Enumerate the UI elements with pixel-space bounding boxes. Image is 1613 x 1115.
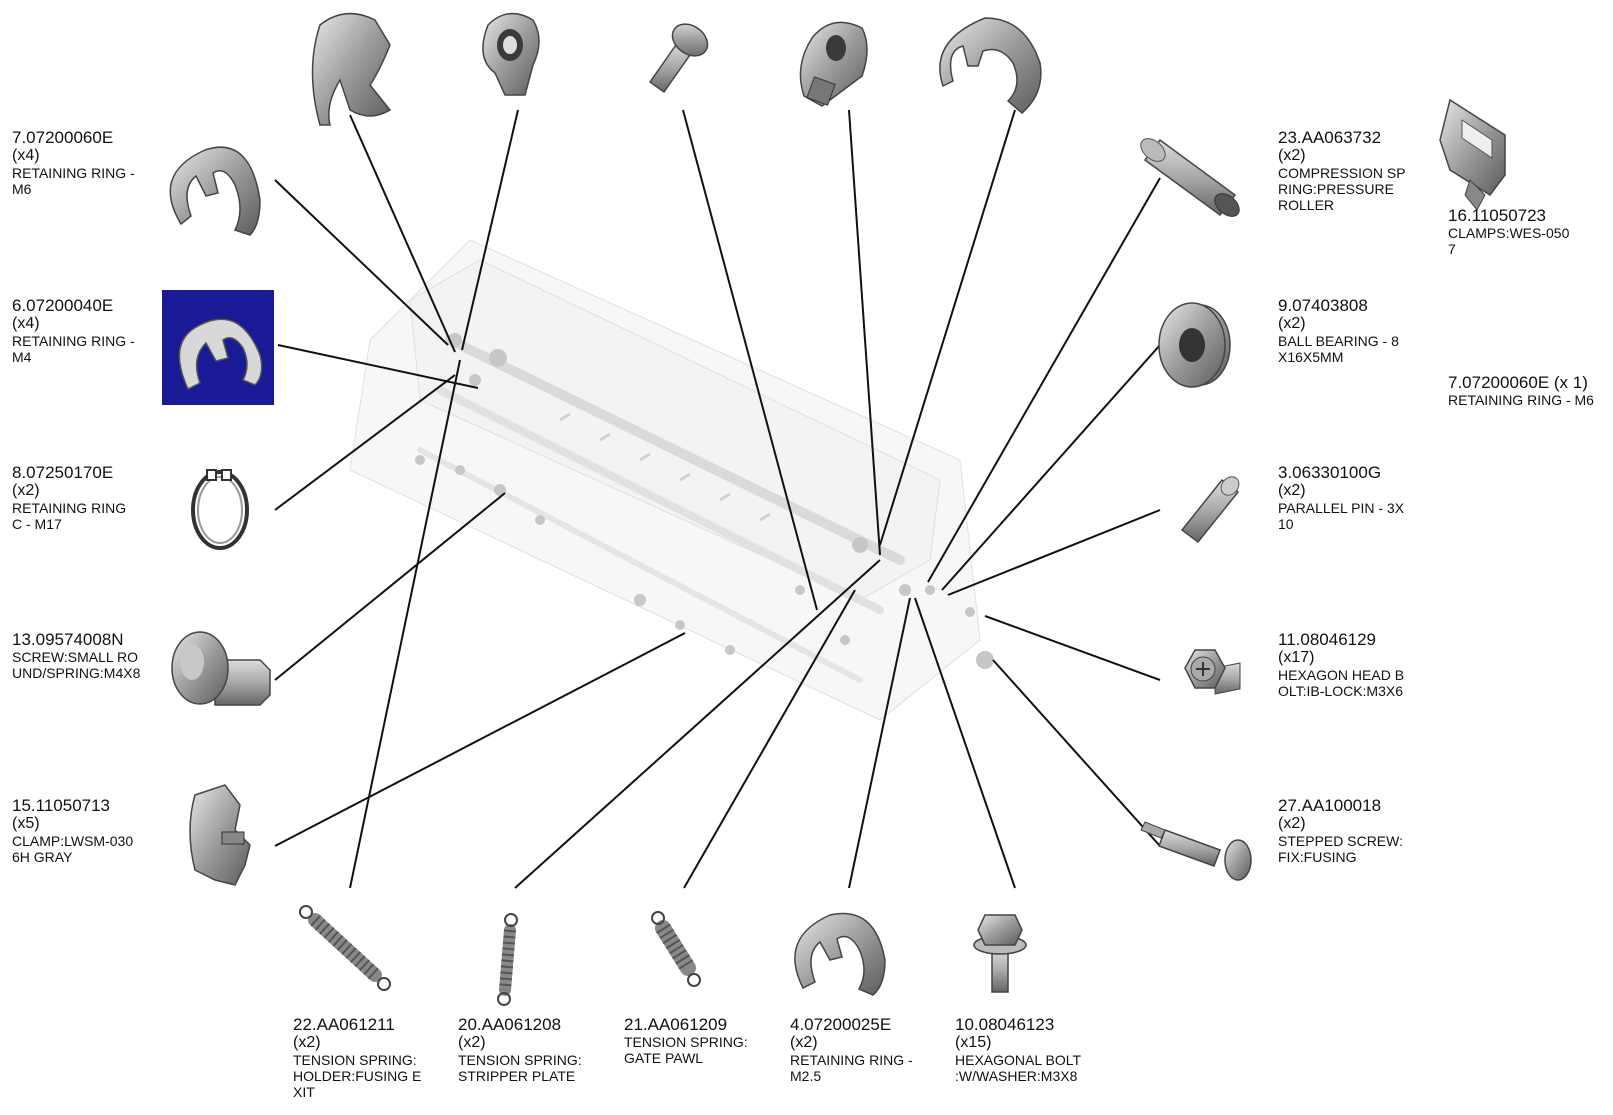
retaining-ring-m4-icon	[178, 318, 263, 391]
block-bushing-part-icon	[799, 21, 868, 107]
hexagon-head-bolt-icon	[1184, 649, 1241, 695]
part-description: RETAINING RING - M4	[12, 332, 135, 366]
quantity: (x4)	[12, 315, 40, 333]
part-number: 10.08046123	[955, 1015, 1055, 1034]
part-number: 6.07200040E	[12, 296, 114, 315]
quantity: (x2)	[12, 482, 40, 500]
lwsm-clamp-icon	[189, 784, 251, 886]
tension-spring-gate-pawl-icon	[651, 911, 701, 987]
part-description: RETAINING RING - M2.5	[790, 1051, 913, 1085]
callout-9: 9.07403808 (x2) BALL BEARING - 8 X16X5MM	[1278, 296, 1399, 365]
screw-part-icon	[648, 23, 709, 94]
callout-10: 10.08046123 (x15) HEXAGONAL BOLT :W/WASH…	[955, 1015, 1081, 1084]
tension-spring-stripper-icon	[497, 913, 518, 1006]
quantity: (x15)	[955, 1034, 992, 1052]
quantity: (x2)	[1278, 815, 1306, 833]
stepped-screw-icon	[1140, 821, 1252, 881]
part-number: 27.AA100018	[1278, 796, 1382, 815]
part-description: HEXAGON HEAD B OLT:IB-LOCK:M3X6	[1278, 666, 1405, 700]
quantity: (x17)	[1278, 649, 1315, 667]
part-number: 4.07200025E	[790, 1015, 892, 1034]
hexagonal-bolt-washer-icon	[973, 914, 1027, 993]
part-description: TENSION SPRING: HOLDER:FUSING E XIT	[293, 1051, 422, 1101]
callout-15: 15.11050713 (x5) CLAMP:LWSM-030 6H GRAY	[12, 796, 133, 865]
callout-6: 6.07200040E (x4) RETAINING RING - M4	[12, 296, 135, 365]
parallel-pin-icon	[1180, 476, 1240, 544]
part-description: COMPRESSION SP RING:PRESSURE ROLLER	[1278, 164, 1406, 214]
callout-4: 4.07200025E (x2) RETAINING RING - M2.5	[790, 1015, 913, 1084]
quantity: (x2)	[293, 1034, 321, 1052]
part-description: RETAINING RING C - M17	[12, 499, 127, 533]
part-number: 20.AA061208	[458, 1015, 562, 1034]
quantity: (x2)	[1278, 482, 1306, 500]
callout-13: 13.09574008N SCREW:SMALL RO UND/SPRING:M…	[12, 630, 140, 681]
callout-11: 11.08046129 (x17) HEXAGON HEAD B OLT:IB-…	[1278, 630, 1404, 699]
e-ring-top-part-icon	[939, 17, 1042, 114]
part-number: 3.06330100G	[1278, 463, 1382, 482]
part-number: 8.07250170E	[12, 463, 114, 482]
callout-20: 20.AA061208 (x2) TENSION SPRING: STRIPPE…	[458, 1015, 582, 1084]
callout-23: 23.AA063732 (x2) COMPRESSION SP RING:PRE…	[1278, 128, 1406, 213]
part-number: 11.08046129	[1278, 630, 1377, 649]
part-number: 7.07200060E	[12, 128, 114, 147]
part-number: 21.AA061209	[624, 1015, 728, 1034]
fuser-assembly-illustration	[349, 239, 994, 721]
part-description: RETAINING RING - M6	[12, 164, 135, 198]
part-number: 16.11050723	[1448, 206, 1547, 225]
part-description: CLAMP:LWSM-030 6H GRAY	[12, 832, 134, 866]
part-number: 9.07403808	[1278, 296, 1368, 315]
retaining-ring-m6-icon	[169, 146, 261, 236]
part-description: STEPPED SCREW: FIX:FUSING	[1278, 832, 1403, 866]
tension-spring-holder-icon	[299, 905, 391, 991]
part-number: 15.11050713	[12, 796, 111, 815]
quantity: (x5)	[12, 815, 40, 833]
wes-clamp-icon	[1439, 98, 1506, 211]
bushing-part-icon	[482, 12, 540, 96]
part-number: 13.09574008N	[12, 630, 124, 649]
part-description: PARALLEL PIN - 3X 10	[1278, 499, 1405, 533]
quantity: (x4)	[12, 147, 40, 165]
callout-27: 27.AA100018 (x2) STEPPED SCREW: FIX:FUSI…	[1278, 796, 1403, 865]
callout-8: 8.07250170E (x2) RETAINING RING C - M17	[12, 463, 126, 532]
compression-spring-roller-icon	[1140, 138, 1240, 217]
small-round-screw-icon	[171, 631, 271, 706]
part-description: SCREW:SMALL RO UND/SPRING:M4X8	[12, 649, 141, 682]
part-description: RETAINING RING - M6	[1448, 392, 1594, 409]
ball-bearing-icon	[1158, 302, 1231, 388]
retaining-ring-m2-5-icon	[794, 912, 886, 996]
retaining-ring-c-m17-icon	[191, 469, 249, 550]
part-description: TENSION SPRING: STRIPPER PLATE	[458, 1051, 582, 1085]
part-description: CLAMPS:WES-050 7	[1448, 225, 1570, 258]
clip-part-icon	[311, 12, 392, 126]
callout-7-right: 7.07200060E (x 1) RETAINING RING - M6	[1448, 373, 1594, 408]
callout-7-left: 7.07200060E (x4) RETAINING RING - M6	[12, 128, 135, 197]
quantity: (x2)	[1278, 147, 1306, 165]
part-description: HEXAGONAL BOLT :W/WASHER:M3X8	[955, 1051, 1082, 1085]
quantity: (x2)	[790, 1034, 818, 1052]
leader-lines	[274, 109, 1161, 889]
callout-21: 21.AA061209 TENSION SPRING: GATE PAWL	[624, 1015, 748, 1066]
part-number: 7.07200060E (x 1)	[1448, 373, 1588, 392]
part-number: 22.AA061211	[293, 1015, 395, 1034]
callout-22: 22.AA061211 (x2) TENSION SPRING: HOLDER:…	[293, 1015, 421, 1100]
part-number: 23.AA063732	[1278, 128, 1382, 147]
part-description: BALL BEARING - 8 X16X5MM	[1278, 332, 1399, 366]
part-description: TENSION SPRING: GATE PAWL	[624, 1034, 748, 1067]
callout-16: 16.11050723 CLAMPS:WES-050 7	[1448, 206, 1569, 257]
callout-3: 3.06330100G (x2) PARALLEL PIN - 3X 10	[1278, 463, 1404, 532]
quantity: (x2)	[458, 1034, 486, 1052]
quantity: (x2)	[1278, 315, 1306, 333]
